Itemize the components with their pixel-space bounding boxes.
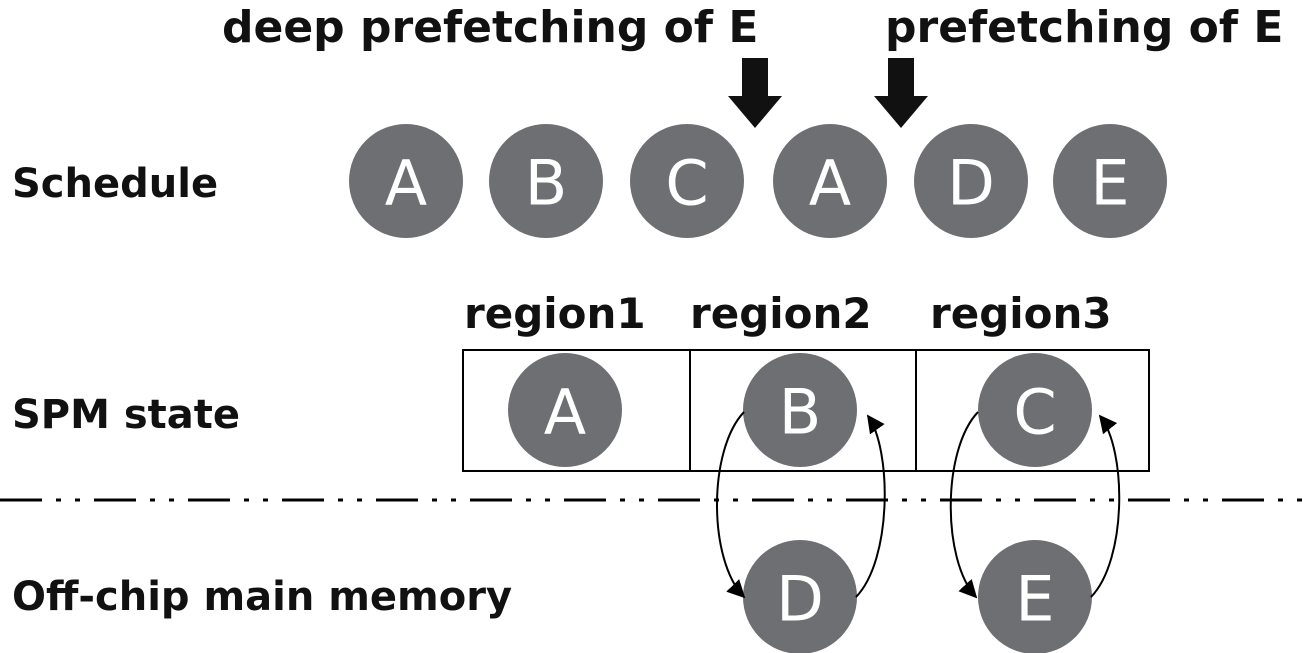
schedule-item: B [489, 124, 603, 238]
offchip-row-label: Off-chip main memory [12, 574, 512, 620]
task-label: E [1090, 147, 1129, 220]
task-circle [978, 353, 1092, 467]
swap-out-arrow-b [716, 411, 746, 599]
schedule-sequence: A B C A D E [349, 124, 1167, 238]
task-label: C [665, 147, 708, 220]
schedule-item: C [630, 124, 744, 238]
task-label: A [544, 376, 586, 449]
region3-item: C [978, 353, 1092, 467]
region3-label: region3 [930, 289, 1112, 338]
swap-in-arrow-e [1090, 414, 1121, 598]
region1-label: region1 [464, 289, 646, 338]
region2-item: B [743, 353, 857, 467]
task-label: A [809, 147, 851, 220]
task-circle [1053, 124, 1167, 238]
memory-item: D [743, 540, 857, 653]
task-label: B [525, 147, 568, 220]
task-label: D [776, 563, 824, 636]
schedule-item: A [349, 124, 463, 238]
task-circle [508, 353, 622, 467]
swap-out-arrow-c [949, 411, 979, 599]
deep-prefetch-label: deep prefetching of E [222, 2, 758, 53]
task-circle [349, 124, 463, 238]
task-circle [773, 124, 887, 238]
task-circle [914, 124, 1028, 238]
prefetch-arrow [874, 58, 928, 128]
prefetch-label: prefetching of E [885, 2, 1283, 53]
task-label: B [779, 376, 822, 449]
schedule-row-label: Schedule [12, 161, 218, 207]
task-label: C [1013, 376, 1056, 449]
schedule-item: D [914, 124, 1028, 238]
schedule-item: A [773, 124, 887, 238]
task-circle [978, 540, 1092, 653]
spm-state-boxes [462, 349, 1150, 472]
task-label: E [1015, 563, 1054, 636]
spm-row-label: SPM state [12, 392, 240, 438]
deep-prefetch-arrow [728, 58, 782, 128]
region3-box [915, 349, 1150, 472]
task-circle [743, 540, 857, 653]
task-label: D [947, 147, 995, 220]
swap-in-arrow-d [855, 414, 886, 598]
memory-item: E [978, 540, 1092, 653]
region2-label: region2 [690, 289, 872, 338]
task-circle [743, 353, 857, 467]
task-circle [630, 124, 744, 238]
region1-item: A [508, 353, 622, 467]
task-label: A [385, 147, 427, 220]
schedule-item: E [1053, 124, 1167, 238]
task-circle [489, 124, 603, 238]
